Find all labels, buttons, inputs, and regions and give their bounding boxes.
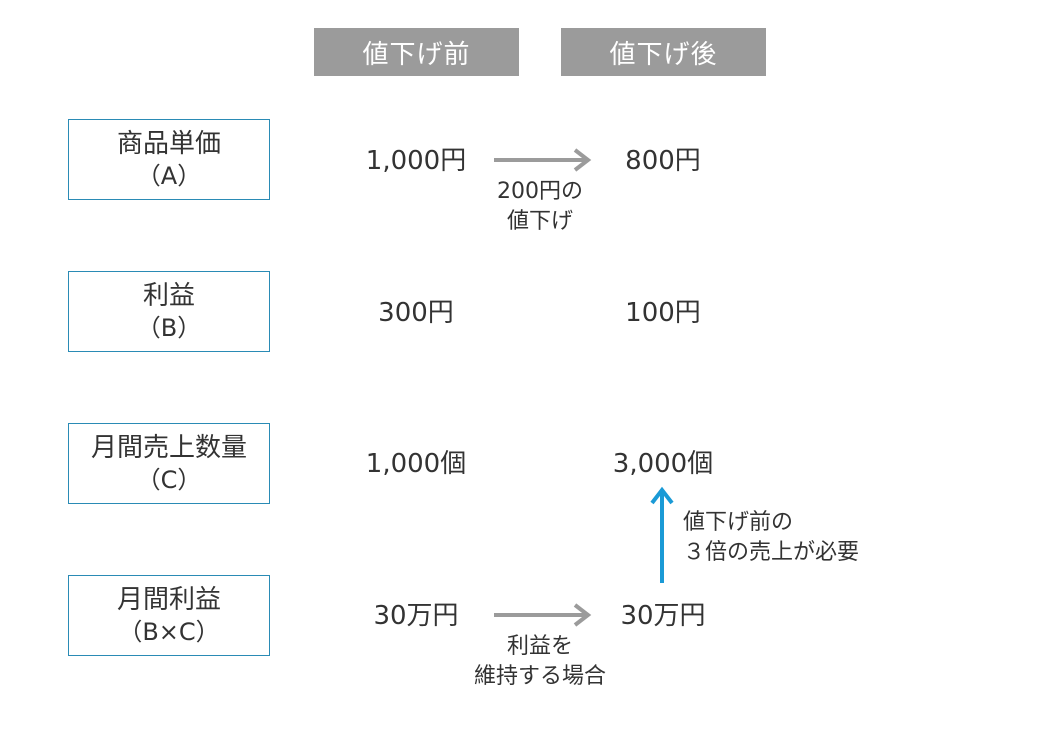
monthly-profit-after: 30万円 [620, 601, 706, 631]
label-unit-price: 商品単価 （A） [68, 119, 270, 200]
profit-before: 300円 [378, 298, 454, 328]
label-profit: 利益 （B） [68, 271, 270, 352]
profit-after: 100円 [625, 298, 701, 328]
quantity-before: 1,000個 [365, 449, 467, 479]
label-monthly-quantity-title: 月間売上数量 [90, 433, 247, 463]
maintain-profit-note-line2: 維持する場合 [473, 664, 606, 689]
arrow-right-icon [494, 603, 592, 627]
discount-note-line1: 200円の [497, 179, 583, 204]
required-sales-note-line1: 値下げ前の [683, 510, 794, 535]
label-unit-price-sub: （A） [136, 162, 202, 190]
unit-price-before: 1,000円 [365, 146, 467, 176]
arrow-right-icon [494, 148, 592, 172]
required-sales-note: 値下げ前の ３倍の売上が必要 [683, 508, 859, 568]
label-unit-price-title: 商品単価 [116, 129, 221, 159]
monthly-profit-before: 30万円 [373, 601, 459, 631]
arrow-up-icon [650, 486, 674, 583]
header-before: 値下げ前 [314, 28, 519, 76]
label-monthly-profit-sub: （B×C） [118, 618, 220, 646]
label-monthly-profit-title: 月間利益 [116, 585, 221, 615]
quantity-after: 3,000個 [612, 449, 714, 479]
discount-note-line2: 値下げ [506, 209, 573, 234]
label-monthly-quantity-sub: （C） [136, 466, 202, 494]
label-profit-title: 利益 [142, 281, 195, 311]
unit-price-after: 800円 [625, 146, 701, 176]
label-monthly-profit: 月間利益 （B×C） [68, 575, 270, 656]
header-after: 値下げ後 [561, 28, 766, 76]
label-monthly-quantity: 月間売上数量 （C） [68, 423, 270, 504]
required-sales-note-line2: ３倍の売上が必要 [683, 540, 860, 565]
maintain-profit-note-line1: 利益を [506, 634, 573, 659]
label-profit-sub: （B） [136, 314, 202, 342]
maintain-profit-note: 利益を 維持する場合 [440, 632, 640, 692]
discount-note: 200円の 値下げ [460, 177, 620, 237]
